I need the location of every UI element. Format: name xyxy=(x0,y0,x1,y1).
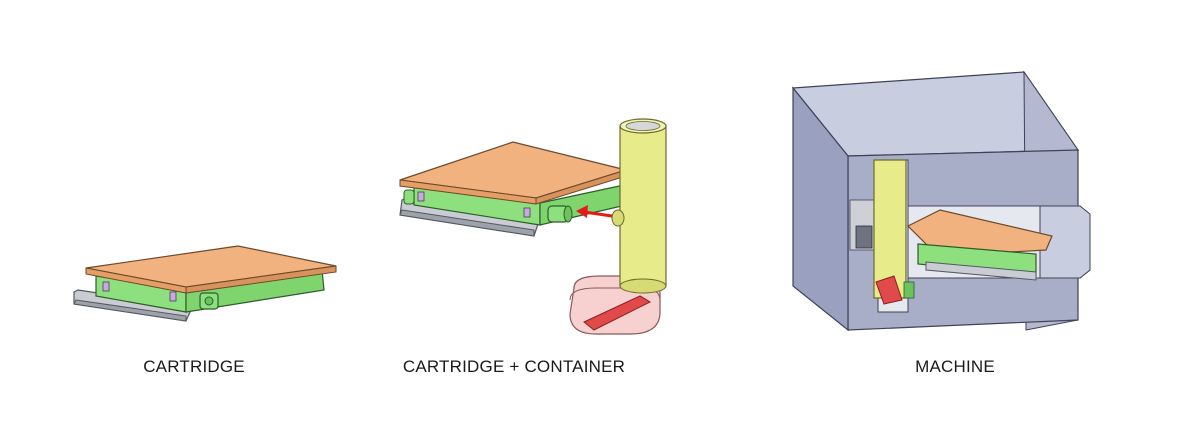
cartridge-container-model xyxy=(399,118,667,335)
container-cylinder xyxy=(619,125,667,287)
caption-cartridge-container: CARTRIDGE + CONTAINER xyxy=(402,357,626,376)
container-insert xyxy=(583,295,652,331)
insertion-arrow xyxy=(583,210,613,218)
caption-cartridge: CARTRIDGE xyxy=(143,357,245,376)
machine-model xyxy=(791,70,1091,332)
caption-machine: MACHINE xyxy=(915,357,995,376)
cartridge-model xyxy=(73,245,337,322)
